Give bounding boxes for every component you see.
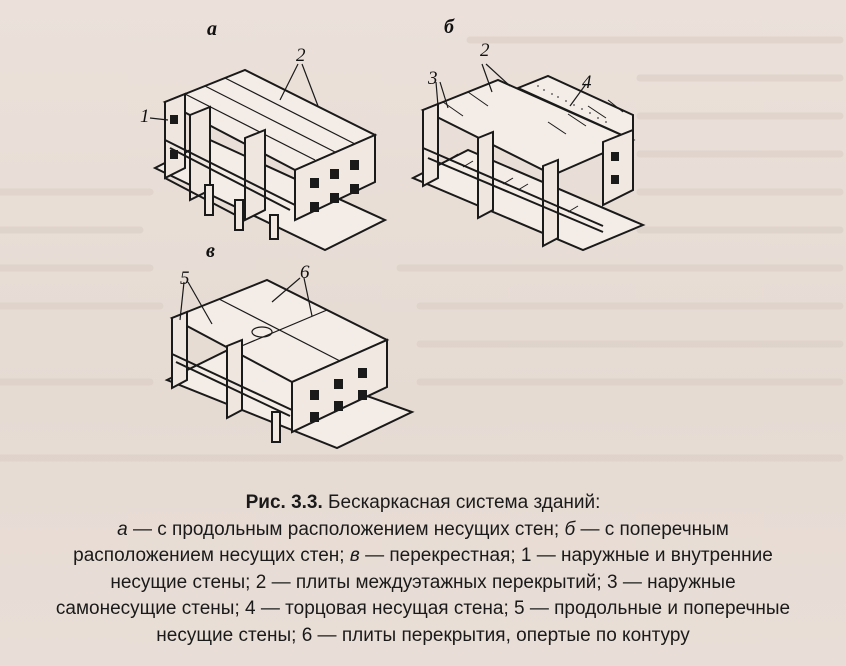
- caption-line1-end: — с поперечным: [575, 518, 729, 540]
- caption-line-0: Рис. 3.3. Бескаркасная система зданий:: [0, 490, 846, 517]
- building-v-cross-walls: [164, 277, 415, 450]
- caption-line2-end: — перекрестная; 1 — наружные и внутренни…: [359, 545, 773, 566]
- figure-caption: Рис. 3.3. Бескаркасная система зданий: а…: [0, 490, 846, 649]
- caption-v: в: [349, 545, 360, 566]
- label-a: а: [207, 18, 217, 40]
- caption-line-2: расположением несущих стен; в — перекрес…: [0, 543, 846, 570]
- callout-3-b: 3: [428, 68, 438, 89]
- callout-2-b: 2: [480, 40, 490, 61]
- caption-title: Рис. 3.3.: [245, 492, 323, 513]
- callout-2-a: 2: [296, 45, 306, 66]
- building-a-longitudinal-walls: [149, 63, 388, 252]
- callout-4-b: 4: [582, 72, 592, 93]
- caption-line-3: несущие стены; 2 — плиты междуэтажных пе…: [110, 571, 736, 593]
- caption-line-5: несущие стены; 6 — плиты перекрытия, опе…: [156, 624, 690, 646]
- callout-5-v: 5: [180, 268, 190, 289]
- caption-title-rest: Бескаркасная система зданий:: [322, 492, 601, 513]
- caption-line2: расположением несущих стен;: [73, 545, 350, 566]
- callout-1-a: 1: [140, 106, 150, 127]
- callout-6-v: 6: [300, 262, 310, 283]
- caption-line-1: а — с продольным расположением несущих с…: [0, 517, 846, 544]
- caption-b: б: [564, 518, 576, 540]
- label-b: б: [444, 16, 454, 38]
- label-v: в: [206, 240, 215, 262]
- caption-line1: — с продольным расположением несущих сте…: [127, 518, 565, 540]
- building-b-transverse-walls: [410, 63, 646, 252]
- caption-line-4: самонесущие стены; 4 — торцовая несущая …: [55, 598, 791, 619]
- caption-a: а: [117, 518, 128, 540]
